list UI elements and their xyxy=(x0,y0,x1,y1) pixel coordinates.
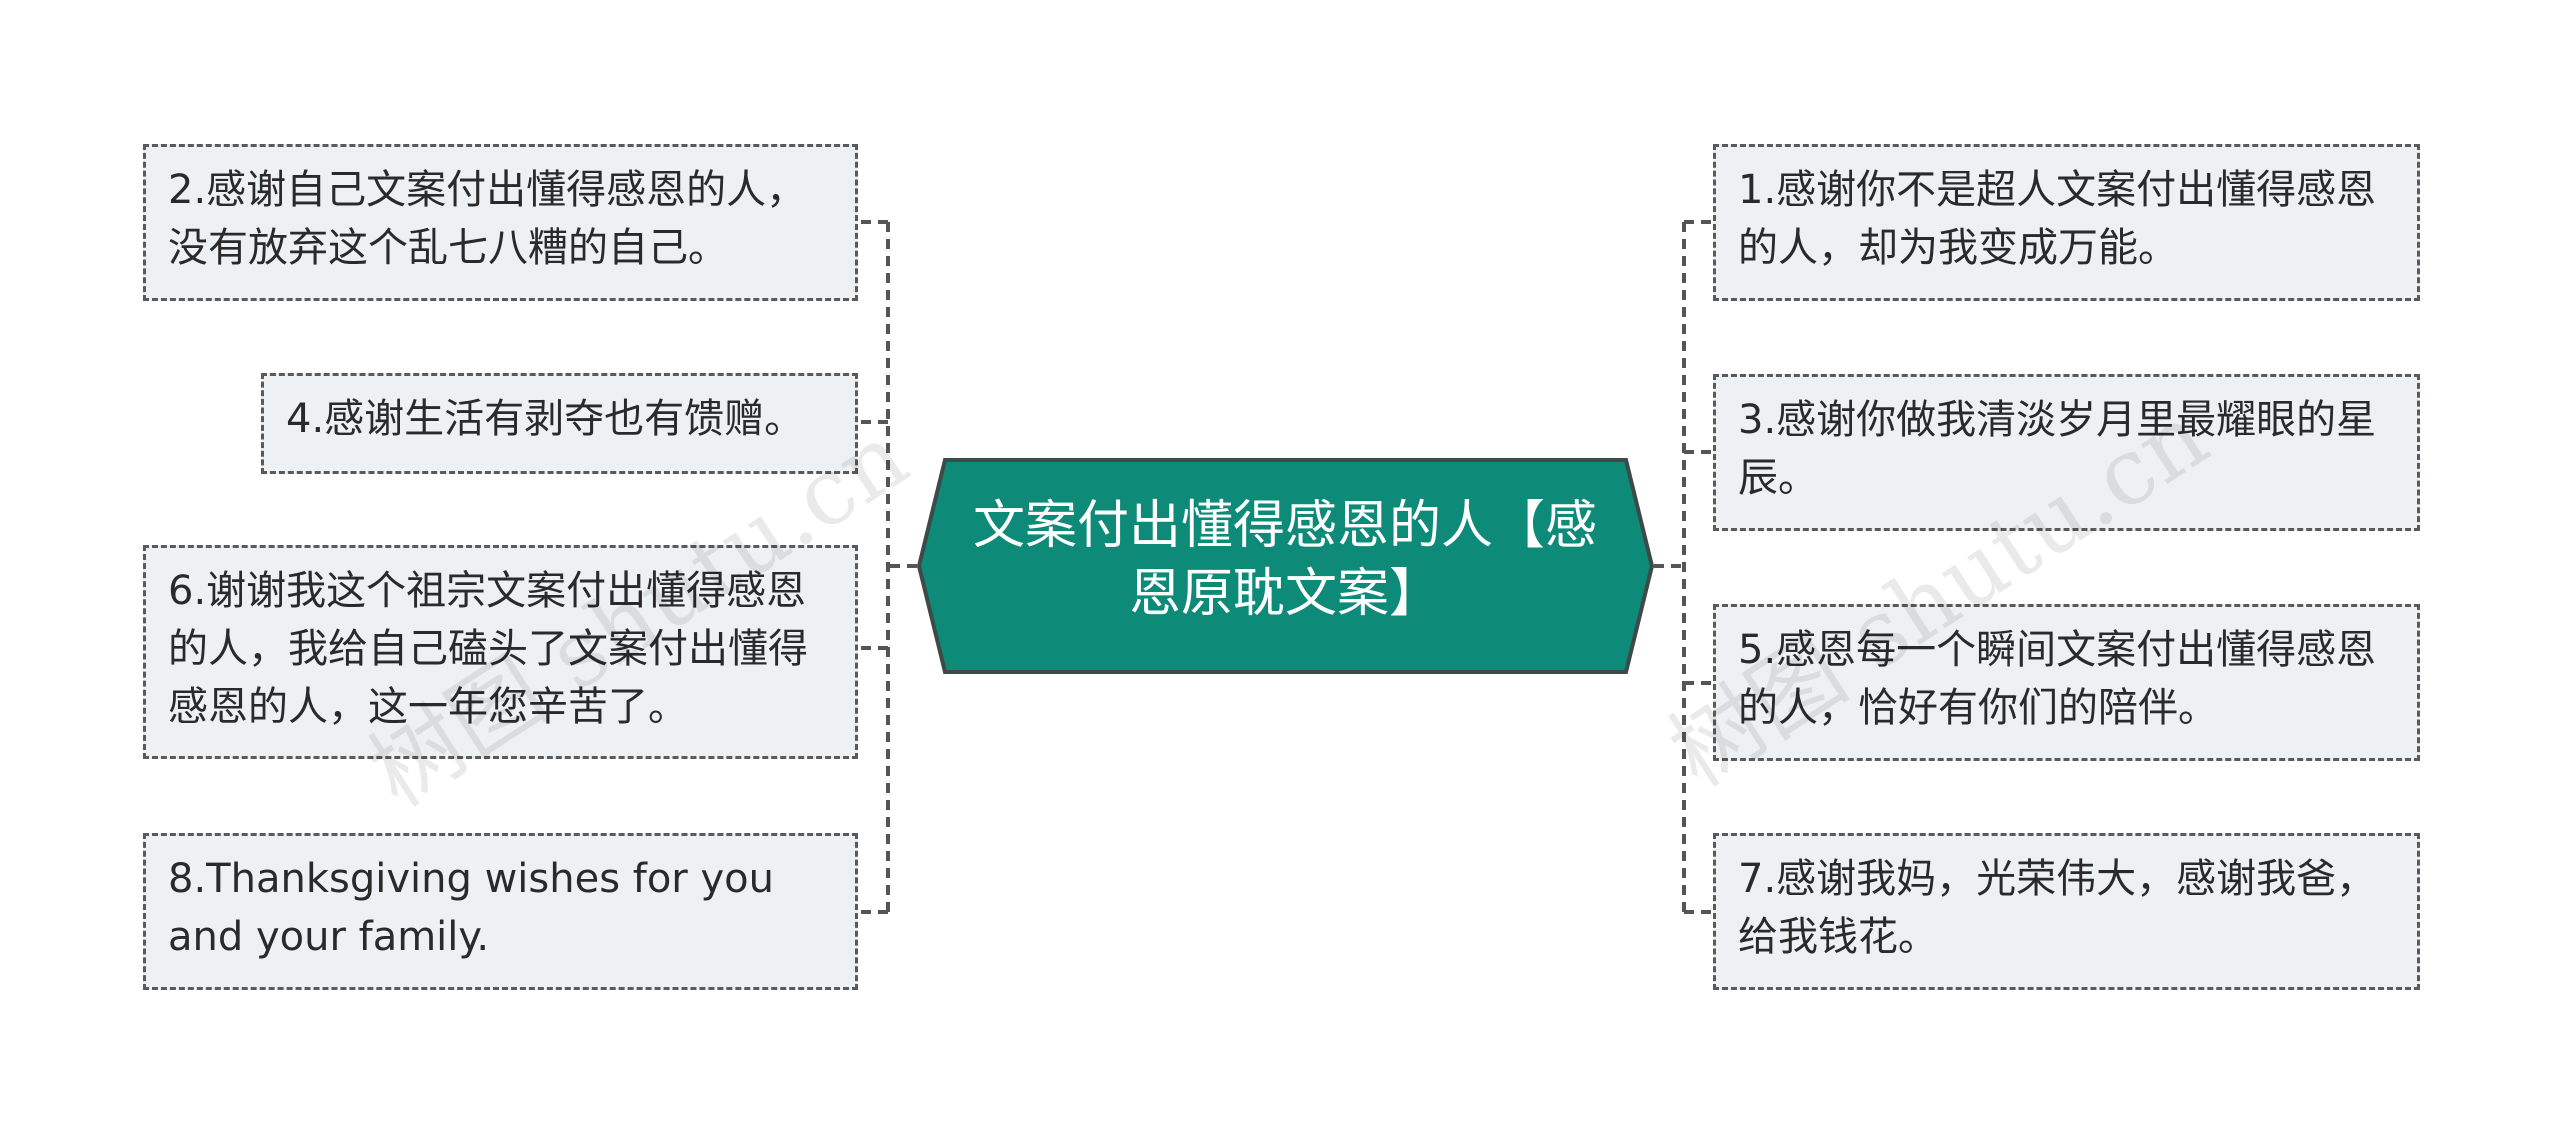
center-topic-shape[interactable] xyxy=(916,458,1655,674)
topic-node-4[interactable]: 4.感谢生活有剥夺也有馈赠。 xyxy=(261,373,858,474)
topic-node-7-text: 7.感谢我妈，光荣伟大，感谢我爸，给我钱花。 xyxy=(1738,856,2377,960)
topic-node-6-text: 6.谢谢我这个祖宗文案付出懂得感恩的人，我给自己磕头了文案付出懂得感恩的人，这一… xyxy=(168,568,808,730)
topic-node-8-text: 8.Thanksgiving wishes for you and your f… xyxy=(168,856,774,960)
connectors-right xyxy=(1654,220,1713,914)
topic-node-6[interactable]: 6.谢谢我这个祖宗文案付出懂得感恩的人，我给自己磕头了文案付出懂得感恩的人，这一… xyxy=(143,545,858,759)
topic-node-2-text: 2.感谢自己文案付出懂得感恩的人，没有放弃这个乱七八糟的自己。 xyxy=(168,167,807,271)
topic-node-2[interactable]: 2.感谢自己文案付出懂得感恩的人，没有放弃这个乱七八糟的自己。 xyxy=(143,144,858,301)
topic-node-5-text: 5.感恩每一个瞬间文案付出懂得感恩的人，恰好有你们的陪伴。 xyxy=(1738,627,2377,731)
topic-node-5[interactable]: 5.感恩每一个瞬间文案付出懂得感恩的人，恰好有你们的陪伴。 xyxy=(1713,604,2420,761)
topic-node-7[interactable]: 7.感谢我妈，光荣伟大，感谢我爸，给我钱花。 xyxy=(1713,833,2420,990)
topic-node-3[interactable]: 3.感谢你做我清淡岁月里最耀眼的星辰。 xyxy=(1713,374,2420,531)
topic-node-1-text: 1.感谢你不是超人文案付出懂得感恩的人，却为我变成万能。 xyxy=(1738,167,2377,271)
topic-node-3-text: 3.感谢你做我清淡岁月里最耀眼的星辰。 xyxy=(1738,397,2377,501)
topic-node-8[interactable]: 8.Thanksgiving wishes for you and your f… xyxy=(143,833,858,990)
connectors-left xyxy=(858,220,917,914)
topic-node-1[interactable]: 1.感谢你不是超人文案付出懂得感恩的人，却为我变成万能。 xyxy=(1713,144,2420,301)
center-topic-title[interactable]: 文案付出懂得感恩的人【感恩原耽文案】 xyxy=(972,496,1597,624)
topic-node-4-text: 4.感谢生活有剥夺也有馈赠。 xyxy=(286,396,805,442)
